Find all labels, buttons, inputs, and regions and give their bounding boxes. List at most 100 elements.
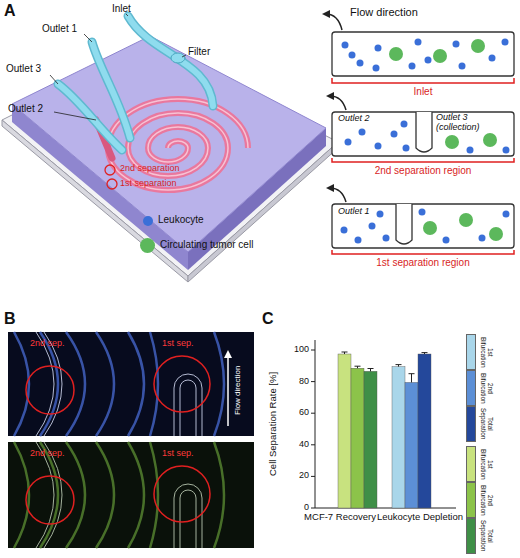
legend-swatch [466,334,476,370]
error-bar [396,365,402,367]
bar [351,368,364,508]
micrograph-blue [66,332,85,436]
separation-circle [26,356,210,524]
region-label: Inlet [414,86,433,98]
bar [392,367,405,508]
separation-circle [154,466,210,522]
legend-text: 2nd Bifurcation [479,370,494,406]
channel-section [332,204,514,248]
micrograph-green [8,442,254,548]
legend-text: Total Separation [479,406,494,442]
legend-swatch [466,370,476,406]
legend-swatch [466,406,476,442]
leukocyte-dot [425,57,432,64]
tick-label: 100 [283,344,309,354]
tick-label: 20 [283,470,309,480]
separation-circle [26,476,74,524]
region-label: 2nd sep. [30,338,65,348]
flow-arrow-white [228,354,229,426]
micrograph-blue [214,332,224,436]
part-label: Filter [188,46,210,58]
tubing [128,16,213,106]
error-bar [409,374,415,383]
error-bar [342,352,428,382]
tumor-cell-dot [445,135,459,149]
chart-axes [311,340,456,508]
region-bracket [332,78,514,254]
flow-label: Flow direction [233,356,242,424]
micrograph-blue [96,332,114,436]
leukocyte-dot [355,237,362,244]
leukocyte-dot [479,235,486,242]
bar [364,371,377,508]
tubing [128,16,213,106]
micrograph-green [66,442,85,548]
leader-line [126,14,128,16]
leukocyte-dot [357,60,364,67]
port-label: Inlet [112,3,131,15]
chip-body [12,36,326,270]
micrograph-blue [14,332,224,436]
leukocyte-dot [443,237,450,244]
channel-section [332,32,514,248]
region-label: 1st sep. [162,338,194,348]
error-bar [368,369,374,372]
micrograph-blue [8,332,254,436]
flow-label: Flow direction [350,6,418,19]
leukocyte-dot [453,41,460,48]
chart-axes [311,350,315,508]
outlet-label: Outlet 2 [338,113,370,123]
leukocyte-dot [373,65,380,72]
leukocyte-dot [403,145,410,152]
region-label: 2nd separation region [375,165,472,177]
chip-body [12,36,326,252]
separation-marker [105,165,115,175]
bar [338,354,431,508]
legend-swatch [466,518,476,554]
legend-text: 1st Bifurcation [479,334,494,370]
outlet-label: Outlet 1 [338,206,370,216]
region-label: 1st sep. [162,448,194,458]
region-bracket [332,250,514,254]
leukocyte-dot [342,42,349,49]
legend-swatch [143,216,153,226]
leukocyte-dot [409,63,416,70]
leukocyte-dot [375,143,382,150]
leukocyte-dot [502,39,509,46]
tubing [58,84,122,150]
channel-section [332,32,514,76]
region-label: 2nd separation [120,163,180,173]
flow-arrow [330,96,346,110]
leukocyte-dot [341,227,348,234]
leukocyte-dot [503,147,510,154]
error-bar [342,352,348,354]
micrograph-green [14,442,224,548]
leader-line [182,55,186,57]
port-label: Outlet 2 [8,103,43,115]
leukocyte-dot [369,223,376,230]
channel-section [396,204,412,244]
panel-letter: A [4,2,16,20]
micrograph-green [96,442,114,548]
micrograph-blue [128,332,144,436]
tick-label: 40 [283,439,309,449]
legend-swatch [140,238,155,253]
micrograph-blue [180,380,196,436]
leukocyte-dot [419,209,426,216]
chart-axes [315,340,456,508]
flow-arrow [330,188,346,202]
leukocyte-dot [349,52,356,59]
micrograph-green [174,484,202,548]
leukocyte-dot [489,55,496,62]
leukocyte-dot [401,121,408,128]
legend-text: Total Separation [479,518,494,554]
tubing [58,84,122,150]
bar [418,354,431,508]
flow-arrow-white [227,354,229,426]
leukocyte-dot [383,235,390,242]
leukocyte-dot [415,39,422,46]
channel-section [416,112,432,152]
panel-letter: B [4,310,16,328]
